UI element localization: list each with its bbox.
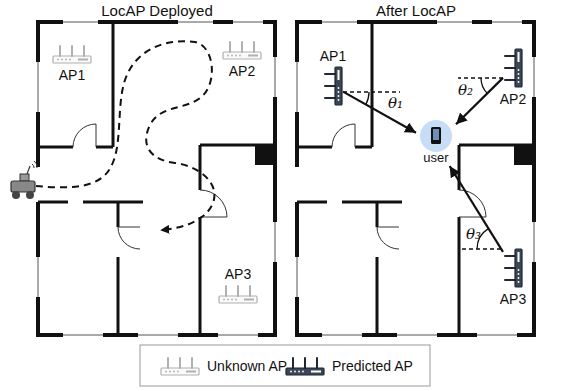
angle-label: θ₂ [458, 82, 473, 99]
unknown-ap-icon [223, 42, 261, 59]
predicted-ap-icon [505, 249, 522, 287]
node-label: AP1 [59, 67, 85, 83]
angle-label: θ₃ [466, 226, 481, 243]
predicted-ap-icon [325, 67, 342, 105]
unknown-ap-icon [53, 46, 91, 63]
panel-title: After LocAP [376, 2, 456, 19]
access-point: AP3 [503, 248, 523, 288]
access-point: AP2 [503, 48, 523, 88]
predicted-ap-icon [505, 49, 522, 87]
node-label: user [423, 151, 448, 166]
legend-box [140, 345, 430, 386]
access-point: AP3 [218, 284, 258, 304]
access-point: AP1 [52, 44, 92, 64]
node-label: AP2 [500, 91, 526, 107]
user-device: user [416, 122, 456, 166]
node-label: AP1 [320, 48, 346, 64]
bearing-arrow [450, 166, 503, 252]
bearing-arrow [343, 92, 416, 133]
node-label: AP3 [500, 291, 526, 307]
bearing-arrow [456, 78, 503, 124]
node-label: AP3 [225, 266, 251, 282]
panel-title: LocAP Deployed [101, 2, 212, 19]
floor-plan: After LocAPAP1AP2userAP3 [297, 0, 535, 338]
user-glow [420, 120, 452, 152]
angle-marks [343, 78, 503, 249]
floor-plan: LocAP DeployedAP1AP2AP3 [38, 0, 276, 338]
legend-unknown-icon [161, 358, 199, 375]
floor-plan-walls [294, 19, 537, 338]
unknown-ap-icon [219, 286, 257, 303]
floor-plan-walls [35, 19, 278, 338]
access-point: AP2 [222, 40, 262, 60]
access-point: AP1 [323, 66, 343, 106]
angle-label: θ₁ [388, 95, 403, 112]
phone-icon [431, 127, 441, 144]
legend-label: Predicted AP [332, 358, 413, 374]
phone-screen [433, 129, 439, 140]
legend-label: Unknown AP [207, 358, 287, 374]
legend-predicted-icon [286, 358, 324, 375]
robot-trajectory [36, 41, 214, 230]
node-label: AP2 [229, 63, 255, 79]
robot-icon [11, 161, 37, 199]
